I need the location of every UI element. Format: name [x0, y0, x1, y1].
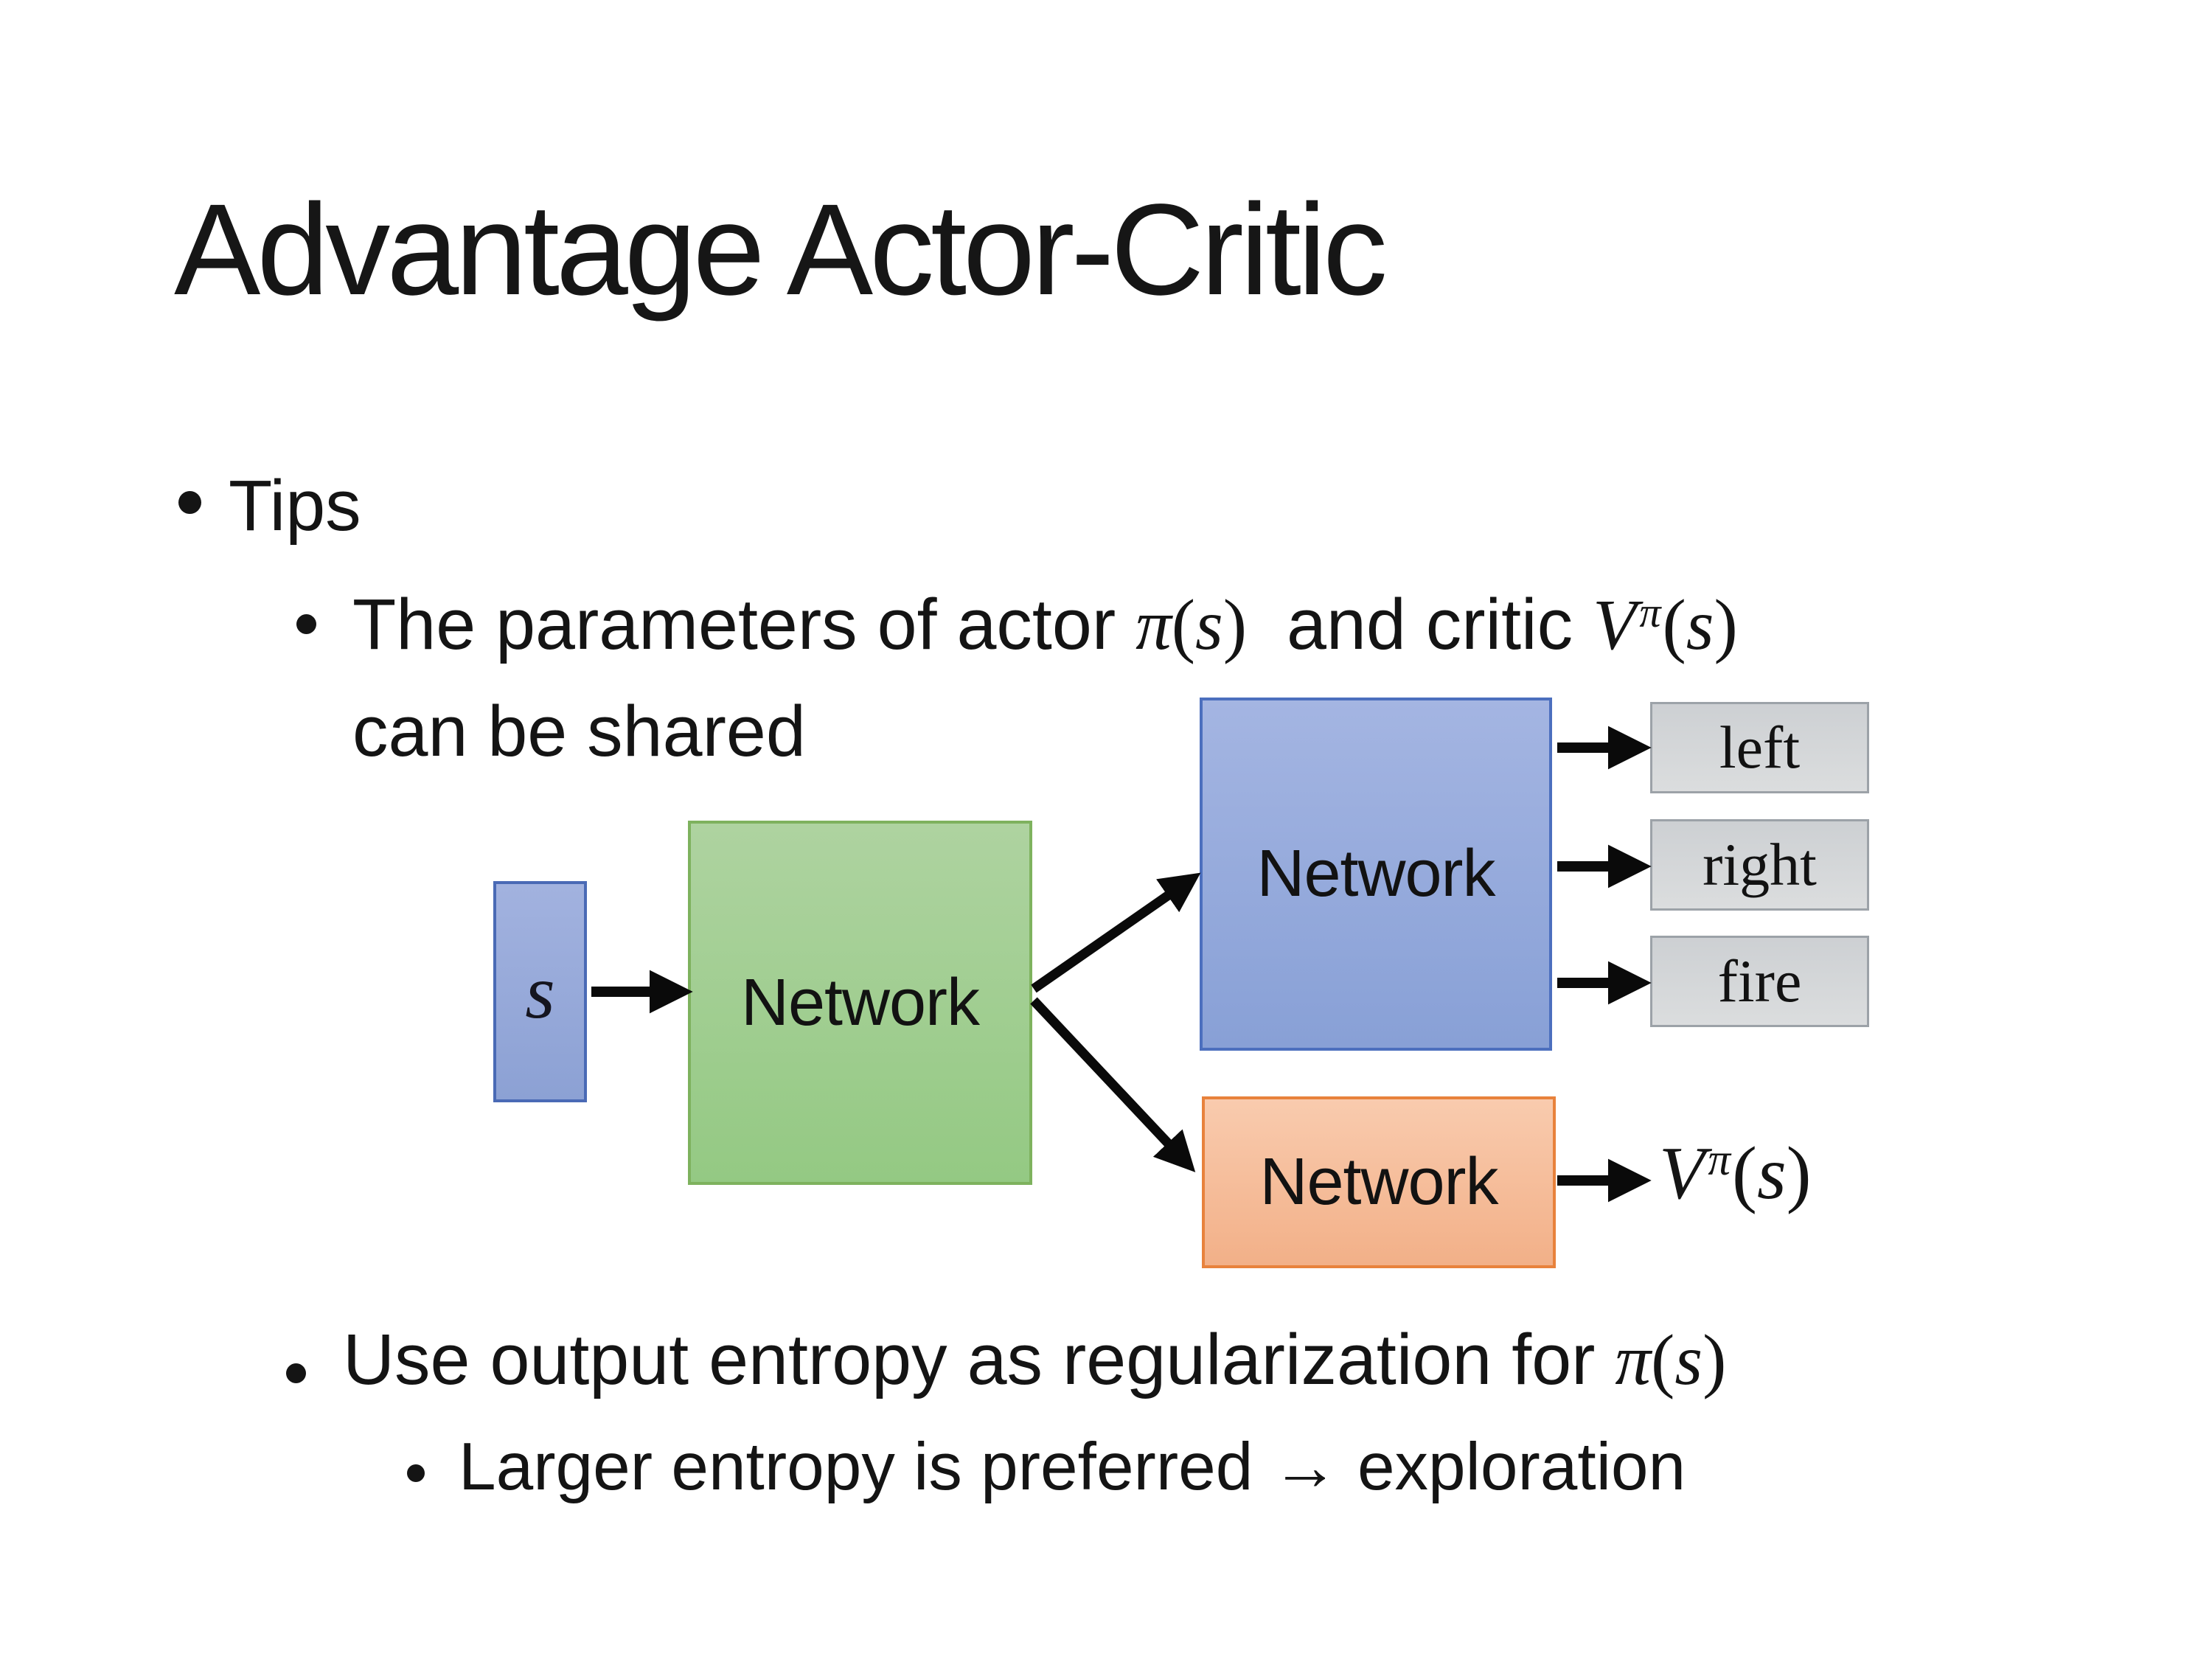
action-box-left: left: [1650, 702, 1869, 793]
arrow-shared-to-actor: [1031, 872, 1201, 993]
shared-network-box: Network: [688, 821, 1032, 1185]
math-pi: π: [1615, 1321, 1652, 1399]
math-pi: π: [1135, 585, 1172, 664]
state-label: s: [525, 949, 555, 1034]
math-V: V: [1593, 585, 1637, 664]
state-input-box: s: [493, 881, 587, 1102]
math-s: s: [1195, 585, 1223, 664]
bullet-dot-level2: [286, 1363, 306, 1383]
bullet-shared-parameters: The parameters of actor π(s) and critic …: [352, 576, 1738, 779]
bullet-larger-entropy: Larger entropy is preferred → exploratio…: [459, 1430, 1686, 1504]
bullet-dot-level1: [178, 491, 201, 514]
action-label-fire: fire: [1717, 947, 1802, 1015]
math-paren-close: ): [1714, 585, 1738, 664]
math-pi-superscript: π: [1708, 1135, 1731, 1186]
bullet-shared-line1: The parameters of actor π(s) and critic …: [352, 576, 1738, 683]
shared-network-label: Network: [740, 965, 980, 1040]
math-paren-open: (: [1651, 1321, 1675, 1399]
math-pi-superscript: π: [1639, 588, 1661, 636]
math-V: V: [1659, 1132, 1705, 1215]
math-paren-open: (: [1171, 585, 1195, 664]
bullet-shared-line2: can be shared: [352, 691, 806, 771]
action-box-fire: fire: [1650, 936, 1869, 1027]
actor-network-label: Network: [1256, 837, 1495, 911]
actor-network-box: Network: [1200, 698, 1552, 1051]
math-paren-open: (: [1662, 585, 1686, 664]
critic-network-box: Network: [1202, 1096, 1556, 1268]
bullet-entropy-regularization: Use output entropy as regularization for…: [343, 1318, 1726, 1401]
math-s: s: [1686, 585, 1714, 664]
text-run: and critic: [1247, 584, 1593, 664]
math-paren-close: ): [1786, 1132, 1812, 1215]
action-box-right: right: [1650, 819, 1869, 911]
math-paren-close: ): [1703, 1321, 1727, 1399]
action-label-left: left: [1719, 714, 1801, 781]
bullet-dot-level2: [296, 614, 316, 634]
math-paren-open: (: [1731, 1132, 1757, 1215]
math-s: s: [1756, 1132, 1787, 1215]
page-title: Advantage Actor-Critic: [174, 178, 1388, 322]
bullet-dot-level3: [407, 1464, 425, 1482]
arrow-shared-to-critic: [1030, 997, 1196, 1172]
math-paren-close: ): [1222, 585, 1248, 664]
critic-network-label: Network: [1259, 1145, 1498, 1219]
bullet-tips: Tips: [229, 465, 361, 546]
math-s: s: [1674, 1321, 1703, 1399]
text-run: Use output entropy as regularization for: [343, 1319, 1615, 1399]
action-label-right: right: [1703, 831, 1817, 898]
text-run: The parameters of actor: [352, 584, 1136, 664]
critic-value-output: Vπ(s): [1659, 1130, 1812, 1217]
